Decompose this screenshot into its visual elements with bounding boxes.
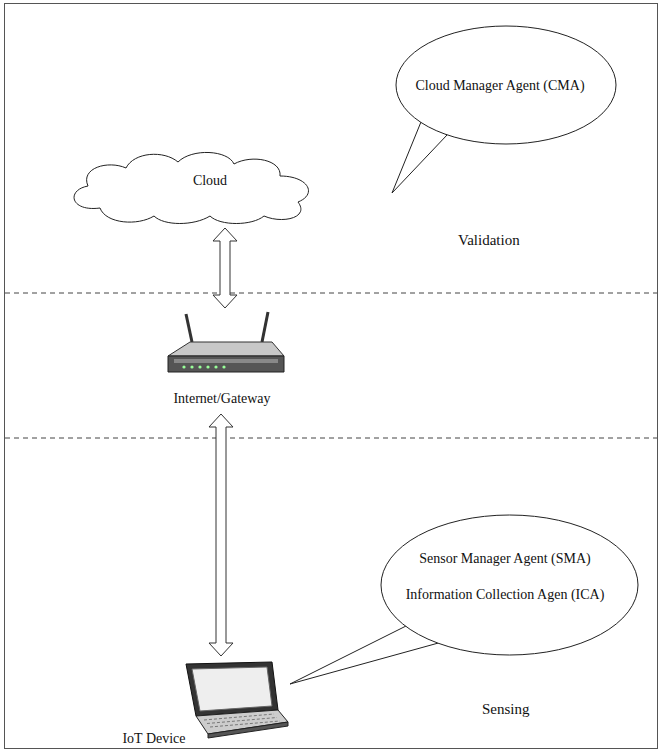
node-text: Cloud Manager Agent (CMA) (415, 77, 584, 94)
layer-label: Validation (458, 232, 520, 249)
layer-label: Sensing (482, 701, 530, 718)
node-text: Cloud (193, 172, 227, 189)
device-node: IoT Device (112, 660, 292, 748)
layer-divider (5, 293, 657, 294)
cloud-shape (74, 152, 308, 223)
agent-callout: Cloud Manager Agent (CMA) (395, 25, 617, 145)
double-arrow (213, 228, 237, 308)
callout-bubble (381, 515, 638, 655)
device-node: Internet/Gateway (150, 312, 300, 410)
node-text: IoT Device (122, 730, 185, 747)
callout-bubble (396, 26, 616, 144)
node-shape (380, 514, 639, 656)
router-icon (168, 312, 284, 372)
layer-divider (5, 438, 657, 439)
node-text: Internet/Gateway (173, 390, 270, 407)
node-shape (60, 146, 322, 224)
agent-callout: Sensor Manager Agent (SMA) Information Co… (380, 514, 639, 656)
node-text: Sensor Manager Agent (SMA) (419, 550, 590, 567)
laptop-icon (186, 662, 288, 738)
outer-frame (5, 4, 658, 749)
cloud-node: Cloud (60, 146, 322, 224)
node-text: Information Collection Agen (ICA) (406, 586, 605, 603)
double-arrow (209, 414, 233, 656)
